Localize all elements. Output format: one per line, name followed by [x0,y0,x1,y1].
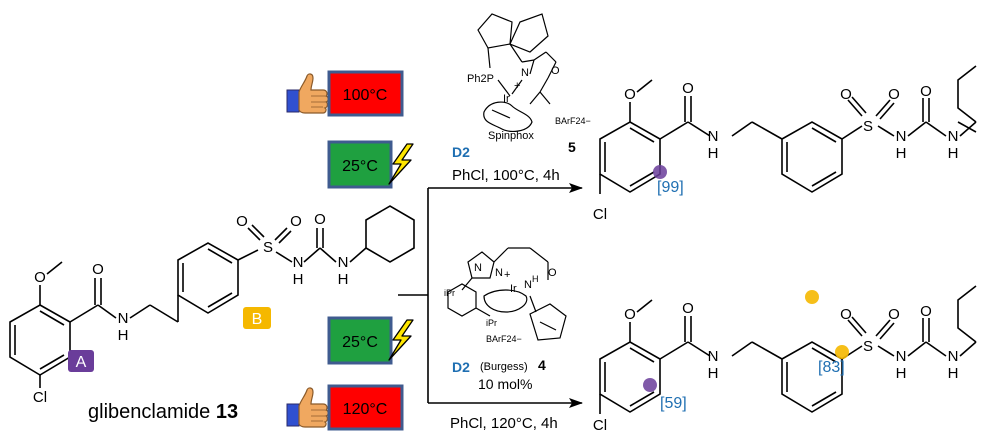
top-product-structure [599,65,977,195]
top-photo-condition: 25°C [327,140,414,189]
bottom-urea-o: O [920,303,932,320]
sm-sulfonyl-o2: O [290,213,302,230]
bottom-product-label-b: [83] [818,359,845,376]
sm-chlorine: Cl [33,389,47,406]
catalyst-number-4: 4 [538,357,546,373]
sm-amide-n: N [118,310,129,327]
spinphox-catalyst-structure [477,13,557,132]
temp-box-100 [327,70,404,117]
top-urea-h2: H [948,145,959,162]
catalyst-name-spinphox: Spinphox [488,130,534,142]
top-sulfur: S [863,118,873,135]
burgess-h: H [532,274,539,284]
thumbs-up-icon [286,387,329,428]
temp-box-25-bottom [327,316,393,365]
site-a-label: A [76,354,87,371]
top-carbonyl-o: O [682,80,694,97]
site-a-badge [68,350,94,372]
burgess-catalyst-structure [447,247,567,341]
bottom-urea-h1: H [896,365,907,382]
top-amide-h: H [708,145,719,162]
bottom-product-deuterium-site-b2 [835,345,849,359]
top-urea-n2: N [948,128,959,145]
burgess-ipr-2: iPr [486,318,497,328]
site-b-badge [243,307,271,329]
spinphox-plus: + [514,80,520,92]
sm-sulfonyl-o1: O [236,213,248,230]
burgess-ir: Ir [510,283,517,295]
bottom-amide-h: H [708,365,719,382]
bottom-methoxy-o: O [624,306,636,323]
sm-urea-o: O [314,211,326,228]
top-sulfonyl-o2: O [888,86,900,103]
top-conditions: PhCl, 100°C, 4h [452,167,560,184]
bottom-product-deuterium-site-b1 [805,290,819,304]
top-product-label-a: [99] [657,179,684,196]
starting-material-structure [9,205,415,388]
sm-sulfur: S [263,239,273,256]
burgess-n2: N [495,267,503,279]
top-sulfonyl-o1: O [840,86,852,103]
sm-urea-h1: H [293,271,304,288]
spinphox-barf: BArF24− [555,116,591,126]
temp-label-25-top: 25°C [342,158,378,175]
spinphox-o: O [551,65,560,77]
bottom-product-deuterium-site-a [643,378,657,392]
sm-carbonyl-o: O [92,261,104,278]
sm-amide-h: H [118,327,129,344]
sm-urea-n1: N [293,254,304,271]
burgess-n3: N [524,279,532,291]
thumbs-up-icon [286,73,329,114]
temp-label-100: 100°C [343,87,388,104]
temp-box-25-top [327,140,393,189]
bottom-urea-n1: N [896,348,907,365]
bottom-product-structure [599,285,977,415]
top-chlorine: Cl [593,206,607,223]
top-methoxy-o: O [624,86,636,103]
burgess-o: O [548,267,557,279]
reaction-arrows [398,183,583,408]
top-reagent-d2: D2 [452,144,470,160]
lightning-bolt-icon [388,143,414,185]
site-b-label: B [252,311,263,328]
bottom-photo-condition: 25°C [327,316,414,365]
burgess-barf: BArF24− [486,334,522,344]
spinphox-ir: Ir [503,93,510,105]
top-thermal-condition: 100°C [286,70,404,117]
top-urea-o: O [920,83,932,100]
catalyst-loading: 10 mol% [478,376,532,392]
bottom-urea-n2: N [948,348,959,365]
bottom-chlorine: Cl [593,417,607,432]
top-product-deuterium-site-a [653,165,667,179]
burgess-n1: N [474,262,482,274]
sm-methoxy-o: O [34,269,46,286]
bottom-thermal-condition: 120°C [286,384,404,431]
bottom-urea-h2: H [948,365,959,382]
compound-name: glibenclamide 13 [88,401,238,423]
bottom-carbonyl-o: O [682,300,694,317]
ph2p-label: Ph2P [467,73,494,85]
bottom-conditions: PhCl, 120°C, 4h [450,415,558,432]
bottom-sulfur: S [863,338,873,355]
sm-urea-h2: H [338,271,349,288]
top-amide-n: N [708,128,719,145]
lightning-bolt-icon [388,319,414,361]
catalyst-name-burgess: (Burgess) [480,361,528,373]
top-urea-n1: N [896,128,907,145]
sm-urea-n2: N [338,254,349,271]
burgess-ipr-1: iPr [444,288,455,298]
temp-box-120 [327,384,404,431]
bottom-sulfonyl-o2: O [888,306,900,323]
bottom-sulfonyl-o1: O [840,306,852,323]
spinphox-n: N [521,67,529,79]
temp-label-25-bottom: 25°C [342,334,378,351]
top-urea-h1: H [896,145,907,162]
burgess-plus: + [504,269,510,281]
bottom-amide-n: N [708,348,719,365]
bottom-reagent-d2: D2 [452,359,470,375]
catalyst-number-5: 5 [568,139,576,155]
bottom-product-label-a: [59] [660,395,687,412]
temp-label-120: 120°C [343,401,388,418]
